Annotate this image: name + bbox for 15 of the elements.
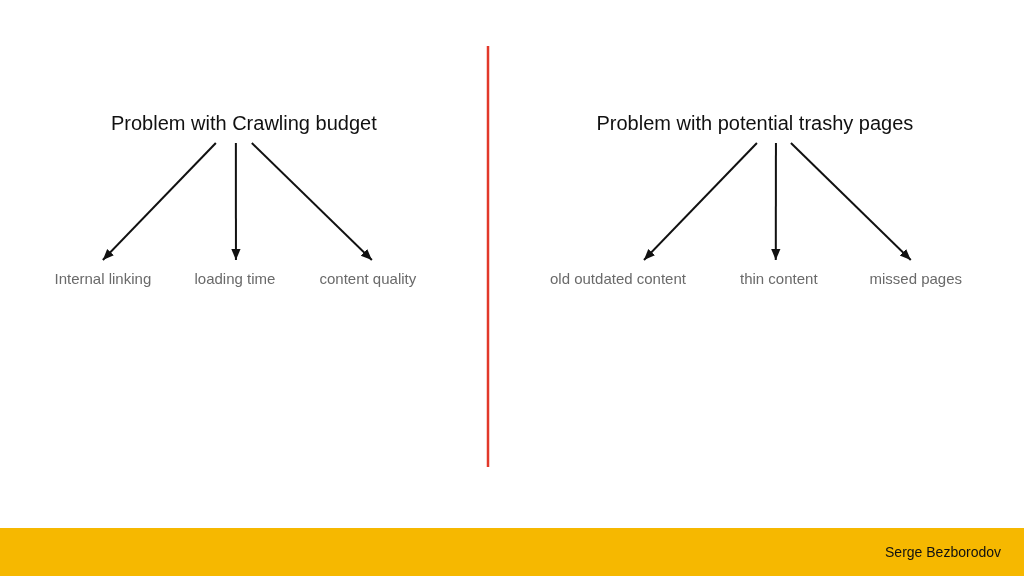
branch-label: content quality (319, 260, 417, 288)
branch-label: old outdated content (550, 260, 686, 288)
branch-label: loading time (194, 260, 276, 288)
arrow (101, 142, 217, 261)
arrow (231, 142, 241, 261)
branch-label: missed pages (869, 260, 963, 288)
arrow (643, 142, 758, 261)
heading-text: Problem with Crawling budget (111, 111, 377, 143)
heading-text: Problem with potential trashy pages (596, 111, 914, 143)
arrow (789, 142, 912, 261)
author-name: Serge Bezborodov (885, 543, 1001, 561)
arrow (250, 142, 373, 261)
arrow (771, 142, 781, 261)
branch-label: Internal linking (54, 260, 152, 288)
branch-label: thin content (740, 260, 818, 288)
